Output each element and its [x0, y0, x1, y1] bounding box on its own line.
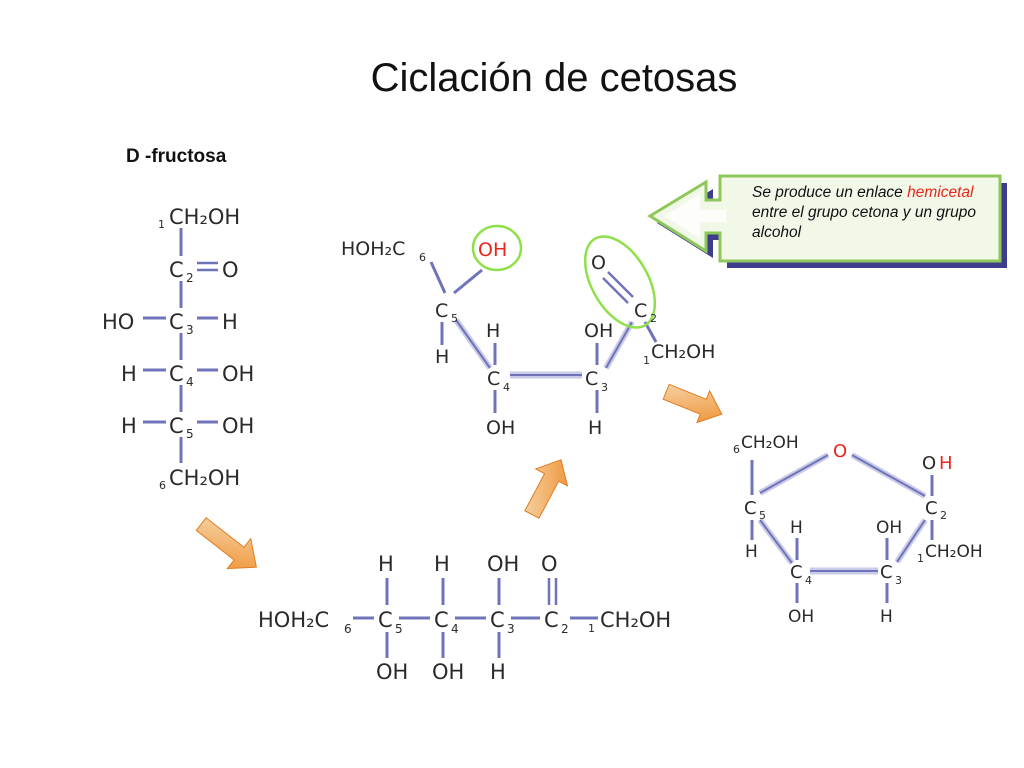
ring-h: H — [745, 542, 758, 562]
bent-num-4: 4 — [503, 381, 510, 394]
ring-c4: C — [790, 562, 803, 583]
bent-oh: OH — [584, 320, 613, 342]
linear-c3: C — [490, 608, 505, 632]
ring-bonds — [750, 452, 934, 603]
bent-c4: C — [487, 368, 500, 390]
fischer-c5: C — [169, 414, 184, 438]
callout-text-before: Se produce un enlace — [752, 184, 903, 201]
linear-h: H — [378, 552, 394, 576]
bent-h: H — [588, 417, 602, 439]
hydroxyl-highlight-circle — [471, 224, 523, 272]
fischer-oh: OH — [222, 414, 254, 438]
linear-h: H — [434, 552, 450, 576]
bent-oh: OH — [486, 417, 515, 439]
fischer-h: H — [121, 414, 137, 438]
fischer-projection: CH₂OH 1 C 2 O HO C 3 H H C 4 OH H C 5 OH… — [102, 205, 254, 492]
linear-num-5: 5 — [395, 622, 403, 636]
arrow-to-cyclic — [662, 383, 723, 424]
bent-h: H — [435, 346, 449, 368]
fischer-c6-group: CH₂OH — [169, 466, 240, 490]
ring-num-4: 4 — [805, 574, 812, 587]
fischer-o: O — [222, 258, 239, 282]
fischer-bonds — [143, 228, 218, 463]
bent-num-1: 1 — [643, 354, 650, 367]
bent-c3: C — [585, 368, 598, 390]
callout-text: Se produce un enlace hemicetal entre el … — [752, 183, 997, 243]
ring-c5: C — [744, 498, 757, 519]
linear-hoh2c: HOH₂C — [258, 608, 329, 632]
fischer-c4: C — [169, 362, 184, 386]
open-chain-linear: HOH₂C 6 C 5 C 4 C 3 C 2 1 CH₂OH H H OH O… — [258, 552, 671, 684]
ring-c1-group: CH₂OH — [925, 542, 983, 562]
ring-c6-group: CH₂OH — [741, 433, 799, 453]
ring-num-5: 5 — [759, 509, 766, 522]
ring-num-2: 2 — [940, 509, 947, 522]
bent-h: H — [486, 320, 500, 342]
ring-num-6: 6 — [733, 443, 740, 456]
ring-h: H — [790, 518, 803, 538]
page-title: Ciclación de cetosas — [370, 56, 738, 100]
fischer-h: H — [222, 310, 238, 334]
ring-anomeric-h: H — [939, 453, 953, 474]
bent-num-2: 2 — [650, 312, 657, 325]
ring-oh: OH — [876, 518, 902, 538]
fischer-num-5: 5 — [186, 427, 194, 441]
fischer-c3: C — [169, 310, 184, 334]
linear-c5: C — [378, 608, 393, 632]
ring-oxygen: O — [833, 441, 847, 462]
linear-num-2: 2 — [561, 622, 569, 636]
arrow-down-to-linear — [195, 517, 257, 570]
bent-num-6: 6 — [419, 251, 426, 264]
arrow-up-to-bent — [524, 459, 569, 519]
linear-num-3: 3 — [507, 622, 515, 636]
ring-c2: C — [925, 498, 938, 519]
fischer-c2: C — [169, 258, 184, 282]
linear-o: O — [541, 552, 558, 576]
ring-anomeric-oh: O — [922, 453, 936, 474]
bent-num-5: 5 — [451, 312, 458, 325]
bent-open-chain: HOH₂C 6 OH C 5 H H C 4 OH OH C 3 H O C 2… — [341, 224, 715, 439]
linear-c4: C — [434, 608, 449, 632]
linear-oh: OH — [487, 552, 519, 576]
ketone-highlight-circle — [583, 235, 657, 329]
linear-num-1: 1 — [588, 622, 595, 635]
linear-c1-group: CH₂OH — [600, 608, 671, 632]
molecule-name: D -fructosa — [126, 146, 227, 167]
linear-num-4: 4 — [451, 622, 459, 636]
callout-box — [647, 174, 1007, 268]
linear-oh: OH — [432, 660, 464, 684]
fischer-ho: HO — [102, 310, 134, 334]
linear-bonds — [353, 578, 598, 658]
fischer-num-3: 3 — [186, 323, 194, 337]
fischer-h: H — [121, 362, 137, 386]
callout-text-after: entre el grupo cetona y un grupo alcohol — [752, 204, 977, 241]
bent-oh-highlight: OH — [478, 239, 507, 261]
fischer-num-2: 2 — [186, 271, 194, 285]
cyclic-fructofuranose: 6 CH₂OH O O H C 5 H H C 4 OH OH C 3 H C … — [733, 433, 983, 627]
ring-h: H — [880, 607, 893, 627]
fischer-oh: OH — [222, 362, 254, 386]
fischer-num-4: 4 — [186, 375, 194, 389]
linear-oh: OH — [376, 660, 408, 684]
linear-num-6: 6 — [344, 622, 352, 636]
ring-oh: OH — [788, 607, 814, 627]
linear-c2: C — [544, 608, 559, 632]
ring-num-1: 1 — [917, 552, 924, 565]
bent-hoh2c: HOH₂C — [341, 238, 405, 260]
fischer-c1-group: CH₂OH — [169, 205, 240, 229]
fischer-num-6: 6 — [159, 479, 166, 492]
ring-c3: C — [880, 562, 893, 583]
bent-c2: C — [634, 300, 647, 322]
bent-c1-group: CH₂OH — [651, 341, 715, 363]
linear-h: H — [490, 660, 506, 684]
ring-num-3: 3 — [895, 574, 902, 587]
callout-highlight: hemicetal — [907, 184, 974, 201]
bent-num-3: 3 — [601, 381, 608, 394]
fischer-num-1: 1 — [158, 218, 165, 231]
bent-o: O — [591, 252, 606, 274]
bent-c5: C — [435, 300, 448, 322]
bent-bonds — [429, 261, 658, 413]
